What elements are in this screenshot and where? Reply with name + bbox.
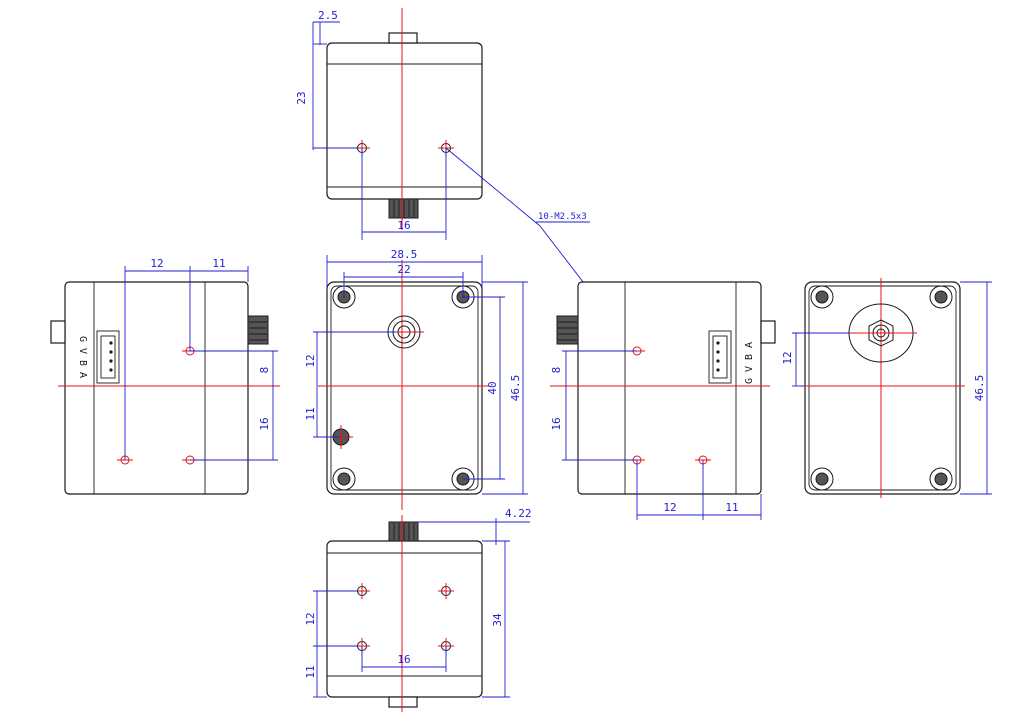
dim-12-label: 12 bbox=[304, 354, 317, 367]
bottom-dim-34: 34 bbox=[491, 613, 504, 627]
top-view: 2.5 23 16 10-M2.5x3 bbox=[295, 8, 638, 353]
dim-16-label: 16 bbox=[397, 219, 410, 232]
bottom-dim-4-22: 4.22 bbox=[505, 507, 532, 520]
right-dim-11: 11 bbox=[725, 501, 738, 514]
left-view: G V B A 12 11 8 16 bbox=[50, 257, 280, 495]
left-dim-16: 16 bbox=[258, 417, 271, 430]
back-view: 12 46.5 bbox=[781, 278, 992, 498]
dim-28-5-label: 28.5 bbox=[391, 248, 418, 261]
back-dim-12: 12 bbox=[781, 351, 794, 364]
dim-40-label: 40 bbox=[486, 381, 499, 394]
front-view-body bbox=[326, 281, 483, 495]
right-pin-g: G bbox=[744, 378, 755, 384]
back-dim-46-5: 46.5 bbox=[973, 375, 986, 402]
bottom-dim-12: 12 bbox=[304, 612, 317, 625]
back-view-body bbox=[804, 281, 961, 495]
dim-11-label: 11 bbox=[304, 407, 317, 420]
dim-2-5-label: 2.5 bbox=[318, 9, 338, 22]
right-dim-12: 12 bbox=[663, 501, 676, 514]
left-pin-v: V bbox=[77, 348, 88, 354]
left-pin-a: A bbox=[77, 372, 88, 378]
right-view-connector bbox=[708, 330, 732, 384]
bottom-view-gear bbox=[388, 521, 419, 542]
bottom-view-body bbox=[326, 540, 483, 698]
dim-22-label: 22 bbox=[397, 263, 410, 276]
left-view-connector bbox=[96, 330, 120, 384]
right-view: G V B A 8 16 12 11 bbox=[550, 281, 776, 520]
right-pin-a: A bbox=[744, 342, 755, 348]
callout-label: 10-M2.5x3 bbox=[538, 212, 587, 222]
top-view-gear bbox=[388, 198, 419, 219]
right-pin-v: V bbox=[744, 366, 755, 372]
left-pin-b: B bbox=[77, 360, 88, 366]
top-view-shaft-stub bbox=[388, 32, 418, 44]
left-dim-11: 11 bbox=[212, 257, 225, 270]
left-dim-8: 8 bbox=[258, 367, 271, 374]
right-pin-b: B bbox=[744, 354, 755, 360]
front-view: 28.5 22 12 11 40 46.5 bbox=[304, 248, 528, 510]
left-view-body bbox=[64, 281, 249, 495]
bottom-dim-11: 11 bbox=[304, 665, 317, 678]
dim-23-label: 23 bbox=[295, 91, 308, 104]
bottom-view: 4.22 34 12 11 16 bbox=[304, 507, 532, 712]
dim-46-5-label: 46.5 bbox=[509, 375, 522, 402]
left-pin-g: G bbox=[77, 336, 88, 342]
left-dim-12: 12 bbox=[150, 257, 163, 270]
top-view-body bbox=[326, 42, 483, 200]
bottom-dim-16: 16 bbox=[397, 653, 410, 666]
right-dim-8: 8 bbox=[550, 367, 563, 374]
right-dim-16: 16 bbox=[550, 417, 563, 430]
right-view-body bbox=[577, 281, 762, 495]
